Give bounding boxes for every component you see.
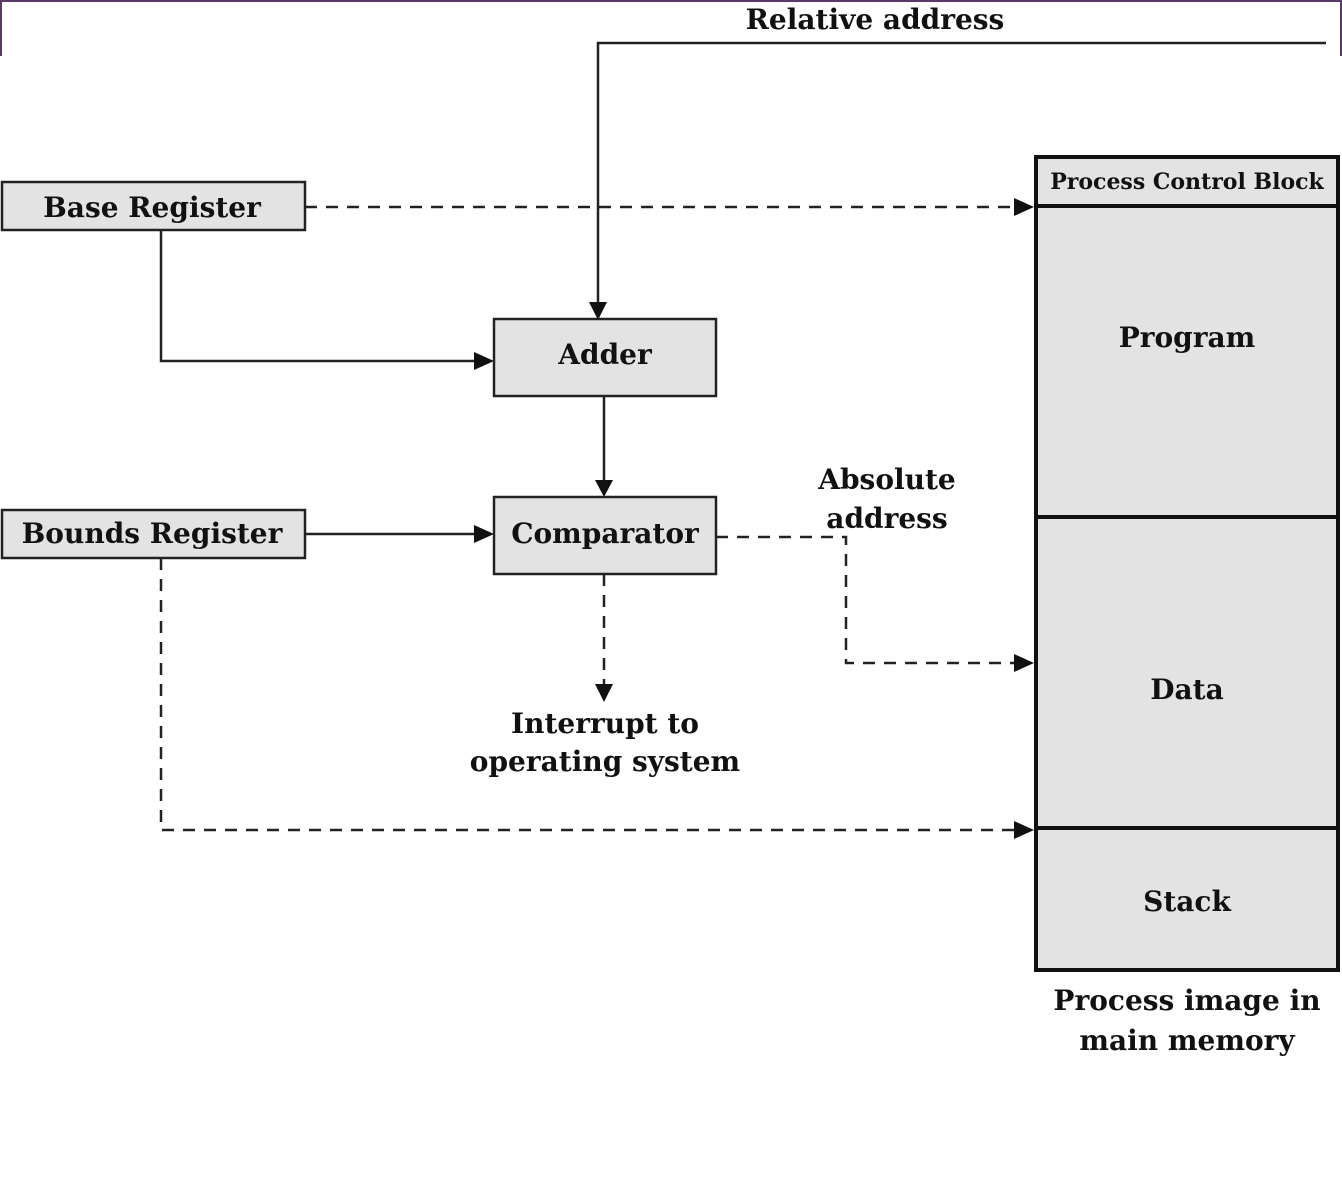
base-to-adder-arrowhead [474,352,494,370]
absolute-address-label-line1: Absolute [817,463,955,496]
base-to-adder-line [159,230,478,363]
process-image-block [1034,155,1340,972]
process-image-caption-line2: main memory [1079,1024,1295,1057]
base-to-pcb-arrowhead [1014,198,1034,216]
comparator-to-data-arrowhead [1014,654,1034,672]
stack-label: Stack [1143,885,1231,918]
comparator-to-interrupt-arrowhead [595,684,613,702]
relative-address-arrowhead [589,302,607,320]
adder-to-comparator-arrowhead [595,480,613,497]
process-control-block-label: Process Control Block [1050,169,1324,195]
base-register-label: Base Register [43,191,262,224]
bounds-to-stack-arrowhead [1014,821,1034,839]
data-label: Data [1150,673,1224,706]
bounds-to-comparator-arrowhead [474,525,494,543]
bounds-register-box [0,508,307,560]
process-image-caption-line1: Process image in [1053,984,1320,1017]
absolute-address-label-line2: address [826,502,947,535]
adder-label: Adder [557,338,653,371]
comparator-to-data-dashed-line [716,535,1018,665]
relative-address-label: Relative address [746,3,1005,36]
window-frame [0,0,1342,56]
bounds-to-stack-dashed-line [159,558,1018,832]
comparator-label: Comparator [511,517,700,550]
program-label: Program [1119,321,1256,354]
adder-box [492,317,718,398]
interrupt-label-line1: Interrupt to [511,707,699,740]
bounds-register-label: Bounds Register [22,517,284,550]
interrupt-label-line2: operating system [470,745,740,778]
relative-address-line [596,41,1326,305]
